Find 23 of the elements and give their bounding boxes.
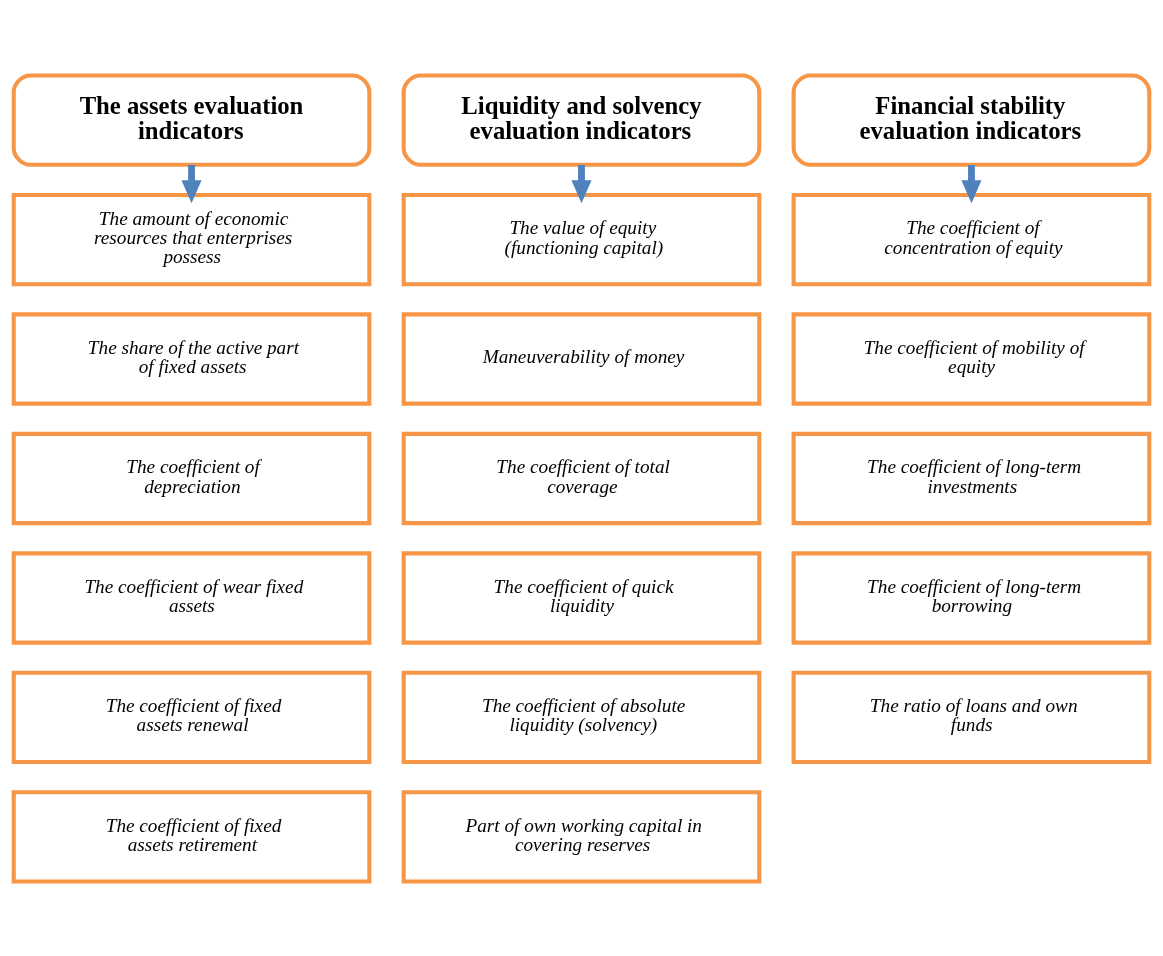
node-box: Financial stability evaluation indicators — [791, 72, 1152, 167]
node-box: Liquidity and solvency evaluation indicators — [401, 72, 762, 167]
node-box: The amount of economic resources that enterprises possess — [11, 192, 372, 286]
node-box: Part of own working capital in covering reserves — [401, 789, 762, 884]
node-box: The ratio of loans and own funds — [791, 670, 1152, 764]
node-box: The coefficient of long-term investments — [791, 431, 1152, 525]
arrow — [181, 164, 202, 203]
node-box: The coefficient of depreciation — [11, 431, 372, 525]
node-box: The coefficient of total coverage — [401, 431, 762, 525]
node-box: The coefficient of quick liquidity — [401, 550, 762, 645]
node-box: The value of equity (functioning capital) — [401, 192, 762, 286]
node-box: The coefficient of absolute liquidity (solvency) — [401, 670, 762, 764]
node-box: The coefficient of wear fixed assets — [11, 550, 372, 645]
arrow — [571, 164, 592, 203]
node-box: The coefficient of long-term borrowing — [791, 550, 1152, 645]
node-box: The share of the active part of fixed assets — [11, 311, 372, 406]
node-box: The coefficient of fixed assets retirement — [11, 789, 372, 884]
arrow — [961, 164, 982, 203]
node-box: The coefficient of fixed assets renewal — [11, 670, 372, 764]
node-box: Maneuverability of money — [401, 311, 762, 406]
node-box: The assets evaluation indicators — [11, 72, 372, 167]
node-box: The coefficient of mobility of equity — [791, 311, 1152, 406]
node-box: The coefficient of concentration of equity — [791, 192, 1152, 286]
